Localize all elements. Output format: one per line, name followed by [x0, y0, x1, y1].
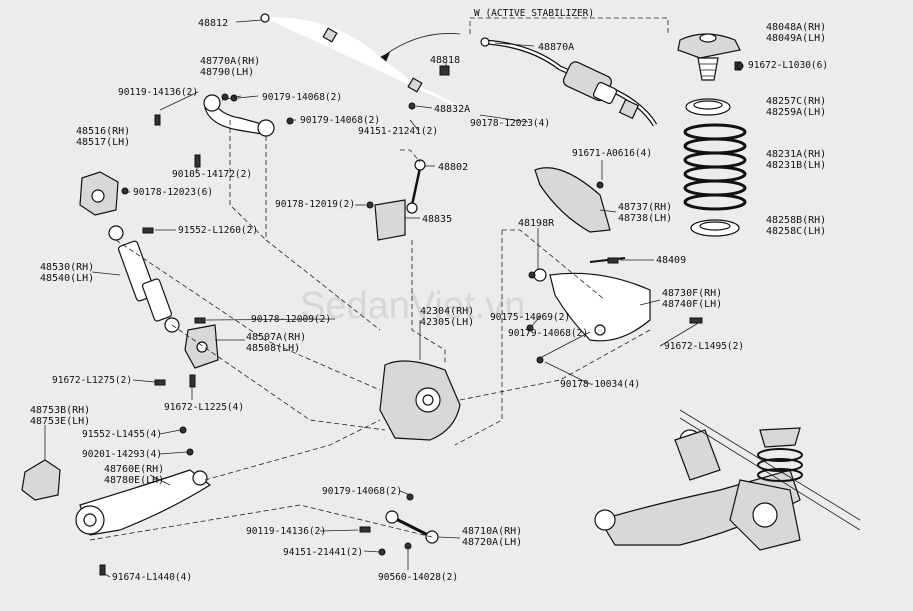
label-90178-10034[interactable]: 90178-10034(4) — [560, 379, 640, 390]
upper-arm-part — [203, 93, 275, 137]
label-90178-12023-4[interactable]: 90178-12023(4) — [470, 118, 550, 129]
label-91552-l1260[interactable]: 91552-L1260(2) — [178, 225, 258, 236]
label-48753e-lh[interactable]: 48753E(LH) — [30, 416, 90, 427]
label-94151-21441[interactable]: 94151-21441(2) — [283, 547, 363, 558]
label-48517-lh[interactable]: 48517(LH) — [76, 137, 130, 148]
label-48259a-lh[interactable]: 48259A(LH) — [766, 107, 826, 118]
label-90175-14069[interactable]: 90175-14069(2) — [490, 312, 570, 323]
label-48258c-lh[interactable]: 48258C(LH) — [766, 226, 826, 237]
stabilizer-bar-part — [260, 13, 461, 110]
label-91672-l1030[interactable]: 91672-L1030(6) — [748, 60, 828, 71]
label-90178-12023-6[interactable]: 90178-12023(6) — [133, 187, 213, 198]
label-48780e-lh[interactable]: 48780E(LH) — [104, 475, 164, 486]
label-90179-14068-c[interactable]: 90179-14068(2) — [508, 328, 588, 339]
label-48516-rh[interactable]: 48516(RH) — [76, 126, 130, 137]
label-48507a-rh[interactable]: 48507A(RH) — [246, 332, 306, 343]
label-48737-rh[interactable]: 48737(RH) — [618, 202, 672, 213]
label-48835[interactable]: 48835 — [422, 214, 452, 225]
spring-insulator-lower-part — [690, 219, 740, 237]
label-48818[interactable]: 48818 — [430, 55, 460, 66]
label-42304-rh[interactable]: 42304(RH) — [420, 306, 474, 317]
label-91552-l1455[interactable]: 91552-L1455(4) — [82, 429, 162, 440]
label-48710a-rh[interactable]: 48710A(RH) — [462, 526, 522, 537]
control-rod-part — [385, 510, 439, 544]
section-arrow — [384, 33, 461, 56]
label-48231a-rh[interactable]: 48231A(RH) — [766, 149, 826, 160]
label-90178-12009[interactable]: 90178-12009(2) — [251, 314, 331, 325]
part-labels: 48812 48818 48870A 48048A(RH) 48049A(LH)… — [30, 18, 828, 583]
label-48812[interactable]: 48812 — [198, 18, 228, 29]
suspension-bracket-part — [79, 171, 119, 216]
label-91672-l1495[interactable]: 91672-L1495(2) — [664, 341, 744, 352]
label-90201-14293[interactable]: 90201-14293(4) — [82, 449, 162, 460]
active-stabilizer-section: W (ACTIVE STABILIZER) — [378, 8, 669, 62]
lower-control-arm-part — [75, 469, 212, 536]
upper-support-part — [677, 33, 742, 81]
lower-arm-cover-part — [534, 167, 611, 233]
leader-lines — [44, 19, 742, 578]
label-91672-l1275[interactable]: 91672-L1275(2) — [52, 375, 132, 386]
label-48740f-lh[interactable]: 48740F(LH) — [662, 299, 722, 310]
label-48802[interactable]: 48802 — [438, 162, 468, 173]
shock-absorber-part — [108, 225, 180, 333]
active-stabilizer-actuator-part — [480, 37, 658, 127]
label-90179-14068-d[interactable]: 90179-14068(2) — [322, 486, 402, 497]
label-90560-14028[interactable]: 90560-14028(2) — [378, 572, 458, 583]
lower-bracket-part — [184, 324, 219, 369]
label-48832a[interactable]: 48832A — [434, 104, 470, 115]
label-90179-14068-a[interactable]: 90179-14068(2) — [262, 92, 342, 103]
label-48540-lh[interactable]: 48540(LH) — [40, 273, 94, 284]
label-48198r[interactable]: 48198R — [518, 218, 555, 229]
relation-lines — [89, 120, 651, 541]
label-48730f-rh[interactable]: 48730F(RH) — [662, 288, 722, 299]
label-48258b-rh[interactable]: 48258B(RH) — [766, 215, 826, 226]
label-48409[interactable]: 48409 — [656, 255, 686, 266]
label-90105-14172[interactable]: 90105-14172(2) — [172, 169, 252, 180]
label-48738-lh[interactable]: 48738(LH) — [618, 213, 672, 224]
label-91671-a0616[interactable]: 91671-A0616(4) — [572, 148, 652, 159]
label-48790-lh[interactable]: 48790(LH) — [200, 67, 254, 78]
label-48870a[interactable]: 48870A — [538, 42, 574, 53]
label-94151-21241[interactable]: 94151-21241(2) — [358, 126, 438, 137]
label-48530-rh[interactable]: 48530(RH) — [40, 262, 94, 273]
lower-arm-part — [533, 257, 651, 342]
section-label-active-stabilizer: W (ACTIVE STABILIZER) — [474, 8, 594, 19]
assembly-illustration — [594, 409, 861, 551]
rear-knuckle-part — [379, 360, 461, 441]
label-48231b-lh[interactable]: 48231B(LH) — [766, 160, 826, 171]
label-48257c-rh[interactable]: 48257C(RH) — [766, 96, 826, 107]
label-48508-lh[interactable]: 48508(LH) — [246, 343, 300, 354]
label-90119-14136-upper[interactable]: 90119-14136(2) — [118, 87, 198, 98]
label-42305-lh[interactable]: 42305(LH) — [420, 317, 474, 328]
coil-spring-part — [683, 123, 747, 211]
label-48770a-rh[interactable]: 48770A(RH) — [200, 56, 260, 67]
label-48760e-rh[interactable]: 48760E(RH) — [104, 464, 164, 475]
spring-insulator-upper-part — [685, 98, 731, 116]
label-91674-l1440[interactable]: 91674-L1440(4) — [112, 572, 192, 583]
label-90179-14068-b[interactable]: 90179-14068(2) — [300, 115, 380, 126]
label-90119-14136-lower[interactable]: 90119-14136(2) — [246, 526, 326, 537]
label-48720a-lh[interactable]: 48720A(LH) — [462, 537, 522, 548]
label-90178-12019[interactable]: 90178-12019(2) — [275, 199, 355, 210]
label-91672-l1225[interactable]: 91672-L1225(4) — [164, 402, 244, 413]
label-48048a-rh[interactable]: 48048A(RH) — [766, 22, 826, 33]
label-48753b-rh[interactable]: 48753B(RH) — [30, 405, 90, 416]
label-48049a-lh[interactable]: 48049A(LH) — [766, 33, 826, 44]
arm-guard-part — [21, 459, 61, 501]
fasteners — [99, 62, 744, 576]
watermark: SedanViet.vn — [300, 285, 525, 327]
stabilizer-link-part — [374, 159, 426, 241]
